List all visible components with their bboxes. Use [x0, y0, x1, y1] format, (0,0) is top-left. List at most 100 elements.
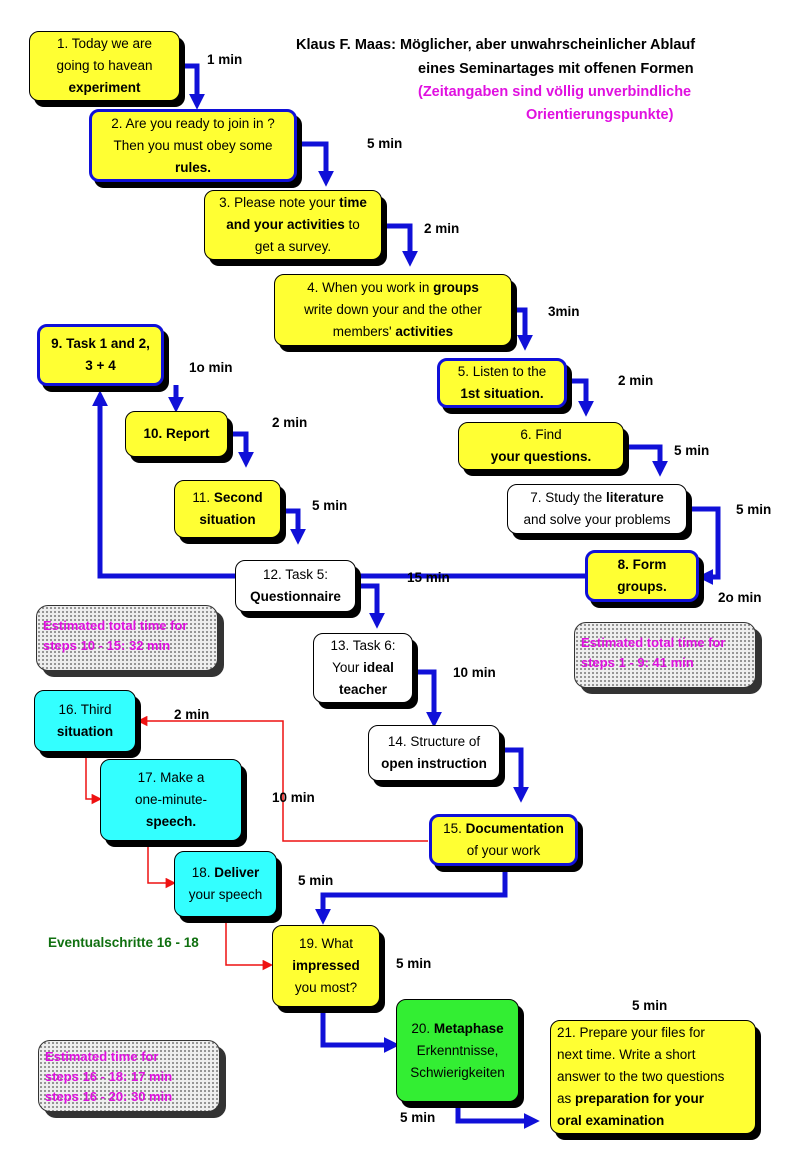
step-17-line-2: one-minute-	[134, 792, 208, 807]
arrow-1-2	[183, 63, 206, 110]
header-line-2: eines Seminartages mit offenen Formen	[418, 61, 694, 77]
time-label-9: 1o min	[189, 360, 233, 375]
step-4-line-2: write down your and the other	[304, 302, 482, 317]
note-steps-1-9: Estimated total time for steps 1 - 9: 41…	[574, 622, 756, 688]
step-19-line-1: 19. What	[298, 936, 354, 951]
arrow-3-4	[384, 223, 419, 267]
step-13: 13. Task 6: Your ideal teacher	[313, 633, 413, 703]
arrow-11-12	[282, 508, 307, 545]
time-label-13: 10 min	[453, 665, 496, 680]
step-8-line-1: 8. Form	[617, 557, 667, 572]
time-label-12: 15 min	[407, 570, 450, 585]
eventual-steps-label: Eventualschritte 16 - 18	[48, 935, 199, 950]
step-12-line-2: Questionnaire	[250, 589, 341, 604]
time-label-16: 2 min	[174, 707, 210, 722]
step-4-line-1: 4. When you work in groups	[307, 280, 479, 295]
arrow-4-5	[512, 307, 534, 351]
time-label-5: 2 min	[618, 373, 654, 388]
step-21-line-5: oral examination	[557, 1113, 665, 1128]
note-2-line-2: steps 1 - 9: 41 min	[581, 655, 694, 670]
time-label-8: 2o min	[718, 590, 762, 605]
note-3-line-1: Estimated time for	[45, 1049, 159, 1064]
step-11-line-1: 11. Second	[192, 490, 263, 505]
step-15: 15. Documentation of your work	[429, 814, 578, 866]
arrow-18-19	[225, 917, 274, 971]
step-16-line-2: situation	[56, 724, 114, 739]
step-16-line-1: 16. Third	[58, 702, 112, 717]
arrow-17-18	[147, 840, 177, 889]
step-14: 14. Structure of open instruction	[368, 725, 500, 781]
step-11: 11. Second situation	[174, 480, 281, 538]
note-1-line-1: Estimated total time for	[43, 618, 188, 633]
step-8-line-2: groups.	[617, 579, 667, 594]
step-3: 3. Please note your time and your activi…	[204, 190, 382, 260]
note-steps-16-20: Estimated time for steps 16 - 18: 17 min…	[38, 1040, 220, 1112]
step-14-line-1: 14. Structure of	[387, 734, 481, 749]
step-10: 10. Report	[125, 411, 228, 457]
step-7: 7. Study the literature and solve your p…	[507, 484, 687, 534]
header-line-1: Klaus F. Maas: Möglicher, aber unwahrsch…	[296, 37, 696, 53]
time-label-7: 5 min	[736, 502, 772, 517]
step-6-line-2: your questions.	[490, 449, 592, 464]
step-21-line-4: as preparation for your	[557, 1091, 705, 1106]
arrow-8-9	[91, 390, 585, 579]
step-17-line-3: speech.	[145, 814, 197, 829]
step-12: 12. Task 5: Questionnaire	[235, 560, 356, 612]
arrow-20-21	[455, 1102, 540, 1130]
step-20-line-2: Erkenntnisse,	[416, 1042, 499, 1058]
time-label-3: 2 min	[424, 221, 460, 236]
time-label-20: 5 min	[400, 1110, 436, 1125]
arrow-15-16	[136, 715, 428, 842]
step-17-line-1: 17. Make a	[137, 770, 205, 785]
step-9-line-2: 3 + 4	[85, 358, 116, 373]
arrow-12-13	[357, 583, 386, 629]
arrow-10-11	[230, 431, 255, 468]
step-6-line-1: 6. Find	[520, 427, 562, 442]
step-1: 1. Today we are going to havean experime…	[29, 31, 180, 101]
time-label-15: 10 min	[272, 790, 315, 805]
step-21-line-2: next time. Write a short	[557, 1047, 696, 1062]
step-16: 16. Third situation	[34, 690, 136, 752]
time-label-4: 3min	[548, 304, 580, 319]
arrow-15-19	[314, 872, 508, 925]
step-20-line-1: 20. Metaphase	[411, 1020, 504, 1036]
step-20: 20. Metaphase Erkenntnisse, Schwierigkei…	[396, 999, 519, 1102]
arrow-13-14	[414, 669, 443, 728]
step-2: 2. Are you ready to join in ? Then you m…	[89, 109, 297, 182]
time-label-1: 1 min	[207, 52, 243, 67]
step-7-line-1: 7. Study the literature	[530, 490, 664, 505]
step-13-line-3: teacher	[338, 682, 388, 697]
note-steps-10-15: Estimated total time for steps 10 - 15: …	[36, 605, 218, 671]
arrow-5-6	[567, 378, 595, 417]
step-5-line-2: 1st situation.	[460, 386, 544, 401]
step-13-line-1: 13. Task 6:	[330, 638, 396, 653]
step-20-line-3: Schwierigkeiten	[410, 1064, 505, 1080]
time-label-19: 5 min	[396, 956, 432, 971]
time-label-10: 2 min	[272, 415, 308, 430]
step-3-line-1: 3. Please note your time	[219, 195, 367, 210]
step-9-line-1: 9. Task 1 and 2,	[51, 336, 150, 351]
step-21: 21. Prepare your files for next time. Wr…	[550, 1020, 756, 1134]
step-1-line-3: experiment	[68, 80, 141, 95]
step-14-line-2: open instruction	[381, 756, 487, 771]
step-4-line-3: members' activities	[332, 324, 454, 339]
step-9: 9. Task 1 and 2, 3 + 4	[37, 324, 164, 386]
step-5: 5. Listen to the 1st situation.	[437, 358, 567, 408]
time-label-2: 5 min	[367, 136, 403, 151]
step-8: 8. Form groups.	[585, 550, 699, 602]
time-label-11: 5 min	[312, 498, 348, 513]
step-11-line-2: situation	[199, 512, 256, 527]
step-15-line-1: 15. Documentation	[443, 821, 564, 836]
step-21-line-3: answer to the two questions	[557, 1069, 725, 1084]
time-label-6: 5 min	[674, 443, 710, 458]
time-label-21: 5 min	[632, 998, 668, 1013]
header-line-4: Orientierungspunkte)	[526, 107, 674, 123]
step-17: 17. Make a one-minute- speech.	[100, 759, 242, 841]
step-21-line-1: 21. Prepare your files for	[557, 1025, 705, 1040]
arrow-16-17	[85, 752, 103, 805]
note-2-line-1: Estimated total time for	[581, 635, 726, 650]
step-12-line-1: 12. Task 5:	[262, 567, 329, 582]
arrow-19-20	[320, 1006, 400, 1054]
step-18-line-1: 18. Deliver	[191, 865, 260, 880]
